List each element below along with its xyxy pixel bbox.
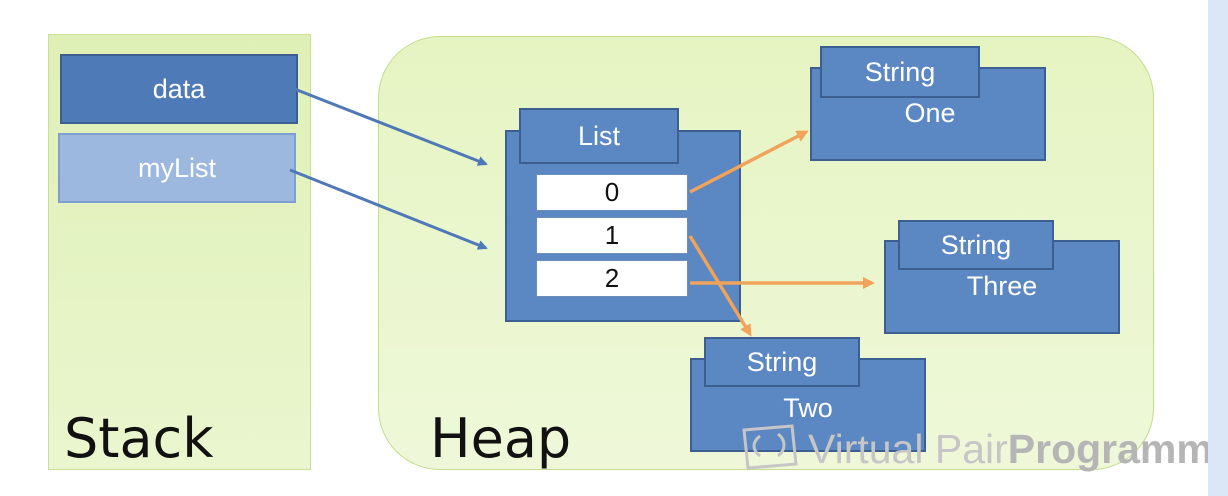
string-one-tab: String bbox=[820, 46, 980, 98]
stack-title: Stack bbox=[64, 407, 214, 470]
list-slot-1: 1 bbox=[536, 217, 688, 254]
arrow-data-to-list bbox=[291, 86, 488, 166]
arrow-slot0-to-string-one bbox=[689, 130, 809, 194]
stack-variable-data: data bbox=[60, 54, 298, 124]
string-three-tab: String bbox=[898, 220, 1054, 270]
right-edge-panel bbox=[1208, 0, 1228, 496]
string-two-value: Two bbox=[783, 393, 833, 423]
stack-variable-mylist: myList bbox=[58, 133, 296, 203]
list-slot-0: 0 bbox=[536, 174, 688, 211]
string-two-tab: String bbox=[704, 337, 860, 387]
watermark: Virtual Pair Programm bbox=[808, 424, 1213, 474]
watermark-logo-icon bbox=[742, 424, 798, 470]
arrow-slot1-to-string-two bbox=[688, 235, 752, 337]
string-three-value: Three bbox=[966, 271, 1038, 301]
list-slot-2: 2 bbox=[536, 260, 688, 297]
list-object-tab: List bbox=[519, 108, 679, 164]
watermark-light-text: Virtual Pair bbox=[808, 425, 1008, 472]
arrow-mylist-to-list bbox=[289, 168, 488, 250]
watermark-bold-text: Programm bbox=[1007, 425, 1213, 472]
string-two-object bbox=[690, 358, 926, 452]
heap-title: Heap bbox=[430, 407, 572, 470]
string-one-value: One bbox=[904, 98, 956, 128]
